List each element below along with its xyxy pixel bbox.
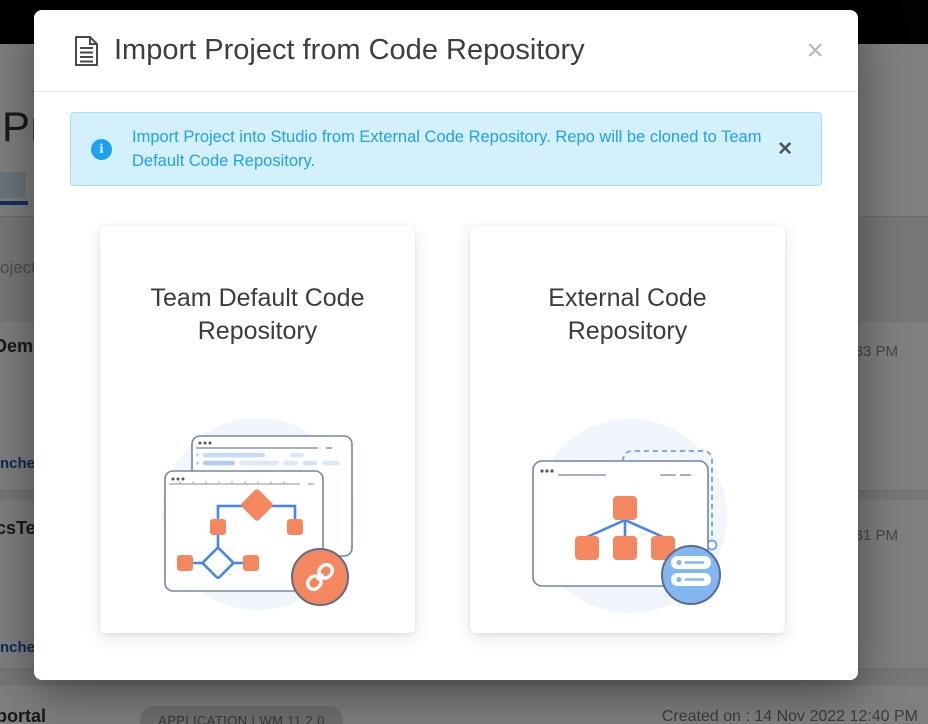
external-repo-card[interactable]: External Code Repository: [470, 226, 785, 633]
close-icon[interactable]: ×: [806, 33, 824, 67]
alert-message: Import Project into Studio from External…: [132, 128, 762, 170]
team-repo-illustration: [152, 407, 364, 624]
server-icon: [670, 556, 711, 586]
dialog-title: Import Project from Code Repository: [114, 34, 585, 66]
info-icon: i: [91, 138, 112, 160]
card-title: Team Default Code Repository: [150, 284, 365, 345]
external-repo-illustration: [530, 407, 742, 624]
card-title: External Code Repository: [548, 284, 707, 345]
alert-close-icon[interactable]: ✕: [777, 138, 793, 160]
repository-options: Team Default Code Repository: [70, 226, 822, 633]
document-icon: [74, 35, 99, 66]
link-icon: [305, 562, 334, 592]
dialog-body: i Import Project into Studio from Extern…: [34, 92, 858, 633]
import-project-dialog: Import Project from Code Repository × i …: [34, 10, 858, 680]
team-default-repo-card[interactable]: Team Default Code Repository: [100, 226, 415, 633]
dialog-header: Import Project from Code Repository ×: [34, 10, 858, 92]
info-alert: i Import Project into Studio from Extern…: [70, 112, 822, 186]
